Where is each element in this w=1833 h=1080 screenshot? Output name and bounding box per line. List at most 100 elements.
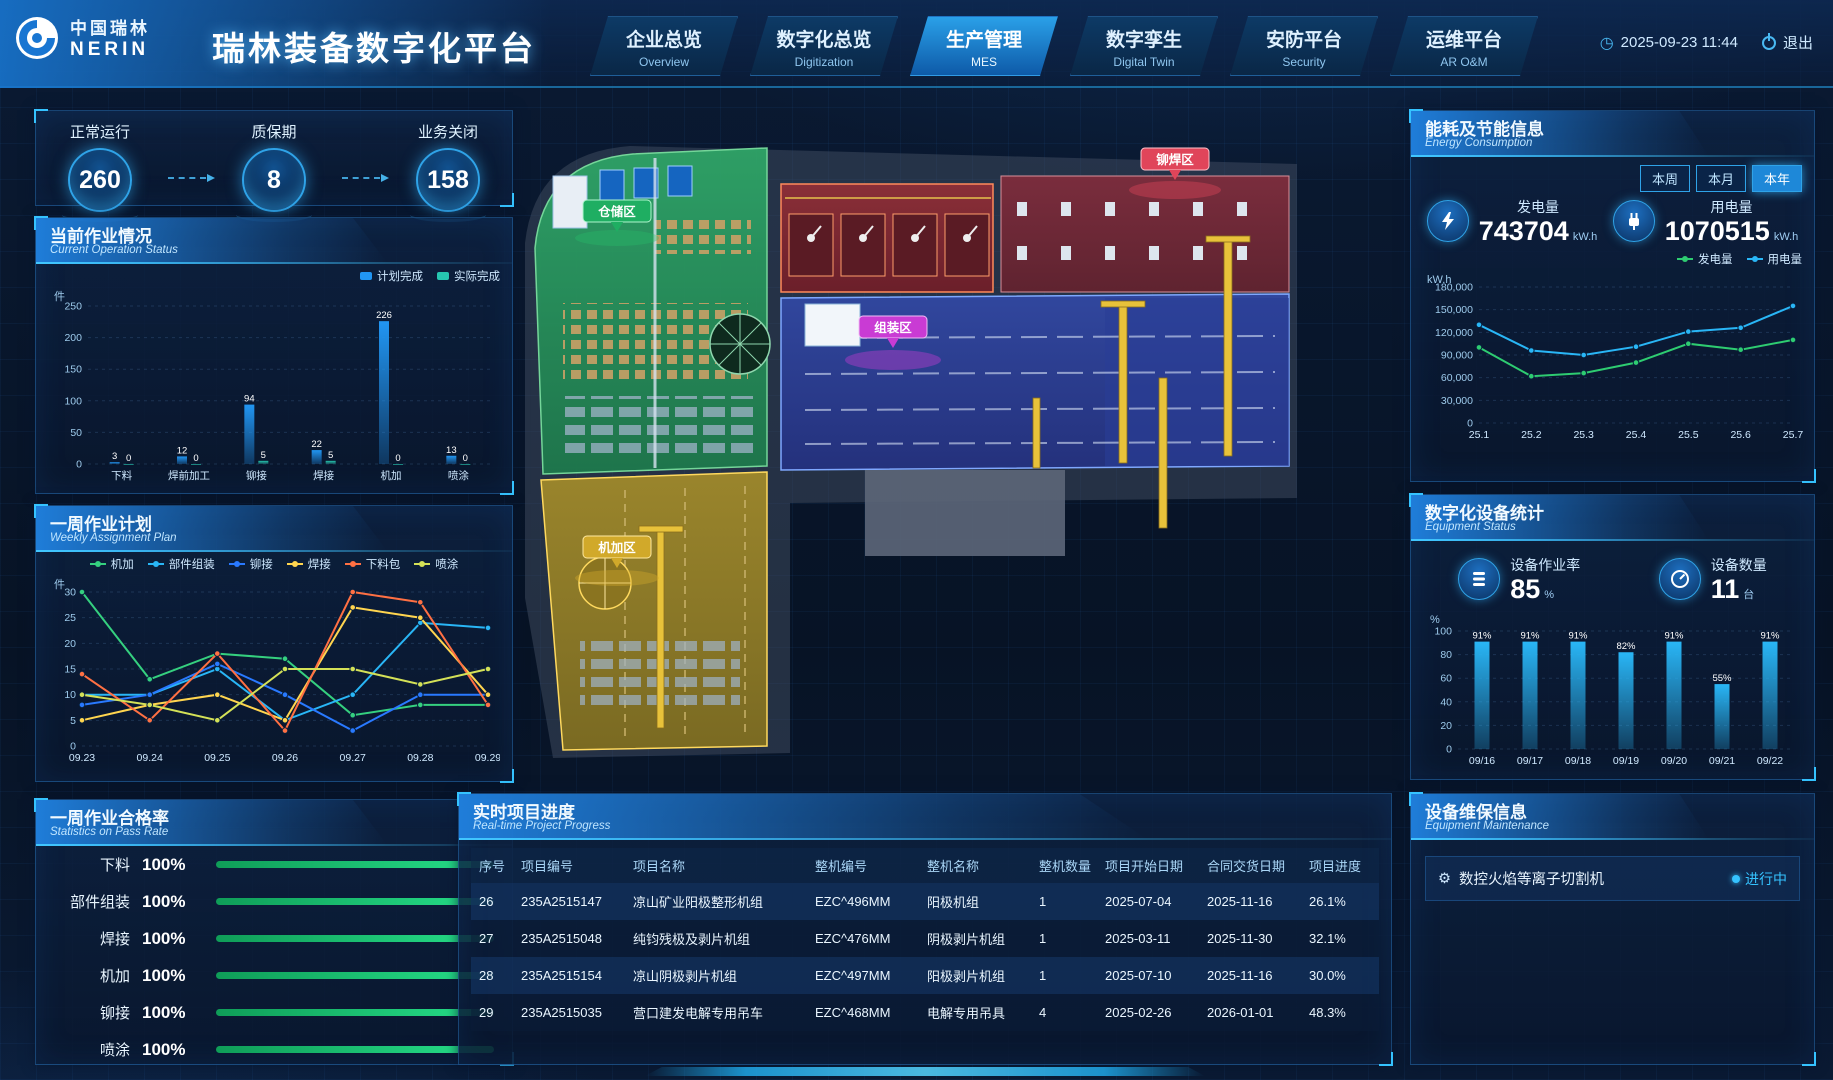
arrow-icon: [342, 174, 389, 182]
panel-title: 数字化设备统计: [1425, 504, 1544, 523]
zone-tag-machining[interactable]: 机加区: [575, 535, 659, 586]
company-logo: 中国瑞林 NERIN: [14, 14, 150, 61]
legend-item: 下料包: [344, 556, 400, 572]
power-icon: [1761, 32, 1776, 50]
svg-text:0: 0: [1467, 418, 1473, 430]
zone-machining[interactable]: [540, 471, 768, 751]
progress-bar: [216, 861, 494, 868]
svg-text:09/19: 09/19: [1612, 755, 1638, 767]
progress-bar: [216, 1046, 494, 1053]
gear-icon: ⚙: [1438, 870, 1451, 887]
nerin-logo-icon: [16, 16, 58, 59]
energy-tab-3[interactable]: 本年: [1751, 165, 1802, 192]
svg-text:09.27: 09.27: [340, 752, 366, 764]
energy-line-chart: 030,00060,00090,000120,000150,000180,000…: [1427, 274, 1803, 441]
svg-text:82%: 82%: [1616, 642, 1636, 653]
factory-map-3d[interactable]: 仓储区 铆焊区 组装区 机加区: [505, 98, 1395, 780]
svg-text:15: 15: [64, 664, 76, 676]
svg-text:09/20: 09/20: [1660, 755, 1686, 767]
svg-text:仓储区: 仓储区: [597, 204, 636, 219]
svg-text:22: 22: [311, 439, 322, 450]
svg-text:焊接: 焊接: [313, 469, 334, 482]
maintenance-list: ⚙数控火焰等离子切割机进行中: [1411, 856, 1814, 901]
legend-item: 部件组装: [147, 556, 215, 572]
status-badge: 进行中: [1732, 869, 1787, 889]
panel-header: 当前作业情况 Current Operation Status: [36, 218, 512, 264]
svg-text:09.29: 09.29: [475, 752, 500, 764]
svg-text:0: 0: [1446, 744, 1452, 756]
svg-text:20: 20: [1440, 720, 1452, 732]
svg-text:30,000: 30,000: [1440, 395, 1472, 407]
svg-text:10: 10: [64, 689, 76, 701]
energy-panel: 能耗及节能信息 Energy Consumption 本周本月本年 发电量 74…: [1409, 109, 1816, 483]
svg-text:12: 12: [177, 445, 188, 456]
svg-text:100: 100: [64, 395, 82, 407]
zone-tag-assembly[interactable]: 组装区: [845, 315, 941, 370]
svg-text:25.4: 25.4: [1625, 429, 1646, 441]
svg-text:09.28: 09.28: [407, 752, 433, 764]
svg-text:25.3: 25.3: [1573, 429, 1594, 441]
legend-item: 实际完成: [437, 268, 500, 284]
svg-text:件: 件: [54, 290, 65, 303]
svg-text:50: 50: [70, 427, 82, 439]
panel-subtitle: Equipment Status: [1425, 521, 1516, 533]
panel-title: 设备维保信息: [1425, 803, 1527, 822]
page-title: 瑞林装备数字化平台: [212, 30, 536, 67]
svg-text:5: 5: [328, 450, 333, 461]
progress-bar: [216, 972, 494, 979]
svg-text:200: 200: [64, 332, 82, 344]
progress-bar: [216, 1009, 494, 1016]
zone-tag-storage[interactable]: 仓储区: [575, 199, 659, 246]
generation-icon: [1426, 200, 1469, 243]
maintenance-item[interactable]: ⚙数控火焰等离子切割机进行中: [1425, 856, 1800, 901]
assembly-screen: [804, 303, 861, 347]
svg-text:55%: 55%: [1712, 673, 1732, 684]
apron: [865, 470, 1065, 556]
svg-text:91%: 91%: [1568, 631, 1588, 642]
panel-subtitle: Statistics on Pass Rate: [50, 826, 169, 838]
logout-button[interactable]: 退出: [1761, 32, 1813, 53]
panel-header: 一周作业计划 Weekly Assignment Plan: [36, 506, 512, 552]
svg-text:铆焊区: 铆焊区: [1156, 152, 1194, 167]
svg-text:组装区: 组装区: [874, 320, 912, 335]
svg-text:91%: 91%: [1664, 631, 1684, 642]
energy-tab-2[interactable]: 本月: [1695, 165, 1746, 192]
svg-text:25.7: 25.7: [1782, 429, 1803, 441]
svg-text:25.5: 25.5: [1678, 429, 1699, 441]
svg-text:09/18: 09/18: [1564, 755, 1590, 767]
svg-text:60,000: 60,000: [1440, 373, 1472, 385]
zone-tag-rivet-weld[interactable]: 铆焊区: [1129, 147, 1221, 199]
zone-maroon-hall[interactable]: [1000, 175, 1290, 293]
equipment-bar-chart: 020406080100%09/1691%09/1791%09/1891%09/…: [1430, 614, 1794, 767]
logo-text-cn: 中国瑞林: [70, 19, 150, 38]
energy-tab-1[interactable]: 本周: [1639, 165, 1690, 192]
panel-subtitle: Equipment Maintenance: [1425, 820, 1550, 832]
svg-text:0: 0: [463, 453, 468, 464]
svg-text:91%: 91%: [1760, 631, 1780, 642]
logo-text-en: NERIN: [70, 39, 150, 60]
svg-text:09/22: 09/22: [1756, 755, 1782, 767]
panel-header: 能耗及节能信息 Energy Consumption: [1411, 111, 1814, 157]
